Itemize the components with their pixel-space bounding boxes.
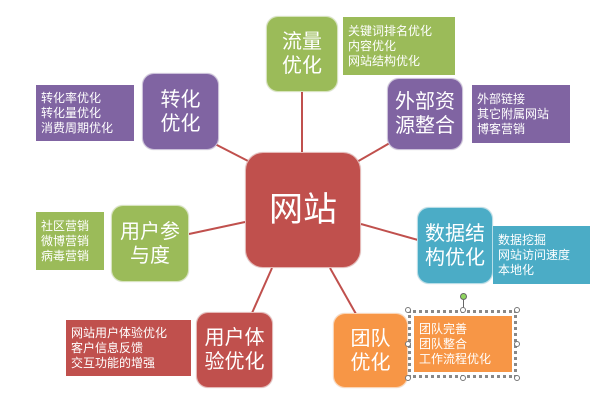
note-item: 工作流程优化 [419,351,492,366]
resize-handle-s[interactable] [460,375,466,381]
node-label-line: 优化 [160,110,201,135]
connector-user-experience [251,267,273,314]
note-item: 客户信息反馈 [71,340,144,355]
note-item: 博客营销 [477,121,526,136]
node-label-line: 数据结 [425,220,485,245]
node-data-structure[interactable]: 数据结 构优化 [417,207,493,284]
note-item: 消费周期优化 [41,120,114,135]
connector-user-engagement [188,221,246,235]
resize-handle-e[interactable] [514,341,520,347]
resize-handle-w[interactable] [405,341,411,347]
resize-handle-ne[interactable] [514,307,520,313]
node-user-engagement[interactable]: 用户参 与度 [111,205,189,282]
center-label: 网站 [269,189,337,230]
connector-team [329,267,357,315]
node-user-experience[interactable]: 用户体 验优化 [196,312,273,388]
node-label-line: 与度 [130,242,170,267]
node-label-line: 构优化 [425,244,485,269]
node-label-line: 源整合 [395,113,455,137]
center-node-website[interactable]: 网站 [245,152,361,268]
note-external-resources[interactable]: 外部链接 其它附属网站 博客营销 [472,85,570,143]
note-item: 交互功能的增强 [71,355,156,370]
note-data-structure[interactable]: 数据挖掘 网站访问速度 本地化 [493,226,590,284]
note-conversion-optimization[interactable]: 转化率优化 转化量优化 消费周期优化 [36,85,134,141]
note-item: 转化率优化 [41,90,102,105]
note-user-experience[interactable]: 网站用户体验优化 客户信息反馈 交互功能的增强 [66,320,191,376]
rotation-handle[interactable] [460,293,467,300]
node-label-line: 优化 [282,53,322,77]
node-conversion-optimization[interactable]: 转化 优化 [142,73,219,150]
note-item: 网站访问速度 [498,247,571,262]
note-item: 关键词排名优化 [348,23,433,38]
resize-handle-sw[interactable] [405,375,411,381]
note-traffic-optimization[interactable]: 关键词排名优化 内容优化 网站结构优化 [343,17,455,75]
note-item: 网站用户体验优化 [71,325,168,340]
note-team-optimization[interactable]: 团队完善 团队整合 工作流程优化 [414,316,512,372]
note-item: 团队完善 [419,321,468,336]
note-item: 数据挖掘 [498,232,547,247]
note-item: 网站结构优化 [348,53,421,68]
node-label-line: 验优化 [204,349,265,373]
note-item: 本地化 [498,262,535,277]
node-label-line: 用户体 [204,325,265,350]
note-item: 微博营销 [41,233,90,248]
note-item: 团队整合 [419,336,468,351]
note-item: 内容优化 [348,38,397,53]
connector-data-structure [360,223,419,241]
node-label-line: 转化 [160,86,201,111]
node-team-optimization[interactable]: 团队 优化 [333,313,408,388]
note-item: 病毒营销 [41,248,90,263]
resize-handle-n[interactable] [460,307,466,313]
node-label-line: 团队 [350,325,391,350]
node-label-line: 用户参 [120,218,180,243]
node-traffic-optimization[interactable]: 流量 优化 [266,16,338,92]
note-item: 其它附属网站 [477,106,550,121]
note-item: 转化量优化 [41,105,102,120]
node-external-resources[interactable]: 外部资 源整合 [387,78,463,150]
connector-conversion [212,142,251,163]
resize-handle-nw[interactable] [405,307,411,313]
node-label-line: 优化 [350,349,391,374]
note-user-engagement[interactable]: 社区营销 微博营销 病毒营销 [36,212,104,270]
note-item: 外部链接 [477,91,526,106]
node-label-line: 流量 [282,29,322,54]
rotation-handle-stem [463,300,464,310]
note-item: 社区营销 [41,218,90,233]
resize-handle-se[interactable] [514,375,520,381]
node-label-line: 外部资 [395,89,455,114]
